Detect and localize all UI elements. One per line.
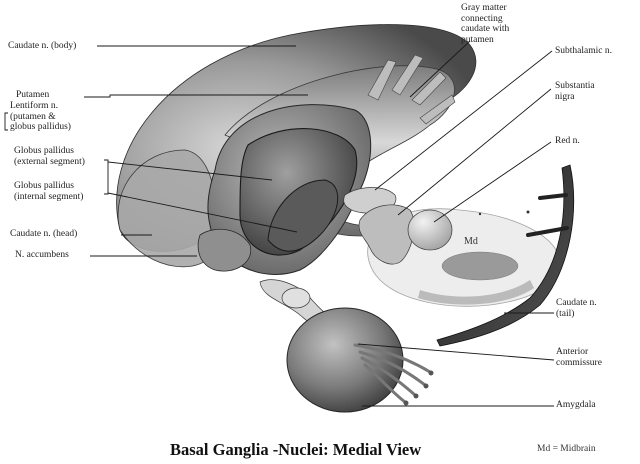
lentiform-bracket [4,112,8,131]
putamen-label: Putamen [16,90,50,100]
substantia-nigra-shape [358,204,415,265]
gp-external-line-2: (external segment) [14,156,85,167]
lentiform-line-1: Lentiform n. [10,101,59,111]
stalk-bulb [281,287,311,309]
substantia-nigra-line-1: Substantia [555,81,595,91]
globus-pallidus-internal-shape [267,179,339,252]
gp-external-line-1: Globus pallidus [14,146,74,156]
n-accumbens-label: N. accumbens [15,250,69,260]
substantia-nigra-label: Substantia nigra [555,81,595,102]
caudate-tail-line-2: (tail) [556,308,575,319]
anterior-commissure-line-1: Anterior [556,347,589,357]
anterior-commissure-fibers [353,343,432,404]
midbrain-crescent [418,280,534,305]
subthalamic-label: Subthalamic n. [555,46,612,56]
caudate-body-label: Caudate n. (body) [8,41,77,51]
tail-branches [526,193,569,237]
red-n-label: Red n. [555,136,580,146]
gp-external-label: Globus pallidus (external segment) [14,146,85,167]
gp-internal-line-1: Globus pallidus [14,181,74,191]
n-accumbens-shape [197,228,252,272]
gp-bracket [104,159,109,195]
caudate-tail-label: Caudate n. (tail) [556,298,597,319]
gray-matter-line-2: connecting [461,13,503,24]
lentiform-line-3: globus pallidus) [10,122,71,132]
substantia-nigra-line-2: nigra [555,91,575,102]
lentiform-line-2: (putamen & [10,111,56,122]
midbrain-gray-oval [441,251,519,281]
fiber-ends [403,370,434,406]
gray-matter-label: Gray matter connecting caudate with puta… [461,3,509,45]
gray-matter-line-3: caudate with [461,24,510,34]
caudate-tail-shape [436,164,575,347]
gray-matter-line-4: putamen [461,34,494,45]
gray-matter-line-1: Gray matter [461,3,507,13]
footnote: Md = Midbrain [537,444,596,454]
gray-matter-bridges [367,54,456,125]
leader-lines [84,40,555,407]
anterior-commissure-line-2: commissure [556,357,602,368]
midbrain-md-label: Md [464,236,478,247]
gp-internal-label: Globus pallidus (internal segment) [14,181,83,202]
lentiform-label: Lentiform n. (putamen & globus pallidus) [10,101,71,133]
anterior-commissure-label: Anterior commissure [556,347,602,368]
red-nucleus-shape [407,209,453,251]
caudate-head-label: Caudate n. (head) [10,229,78,239]
caudate-tail-line-1: Caudate n. [556,298,597,308]
tail-branch-dots [478,210,530,216]
gp-internal-line-2: (internal segment) [14,191,84,202]
figure-caption: Basal Ganglia -Nuclei: Medial View [170,440,422,459]
amygdala-label: Amygdala [556,400,596,410]
